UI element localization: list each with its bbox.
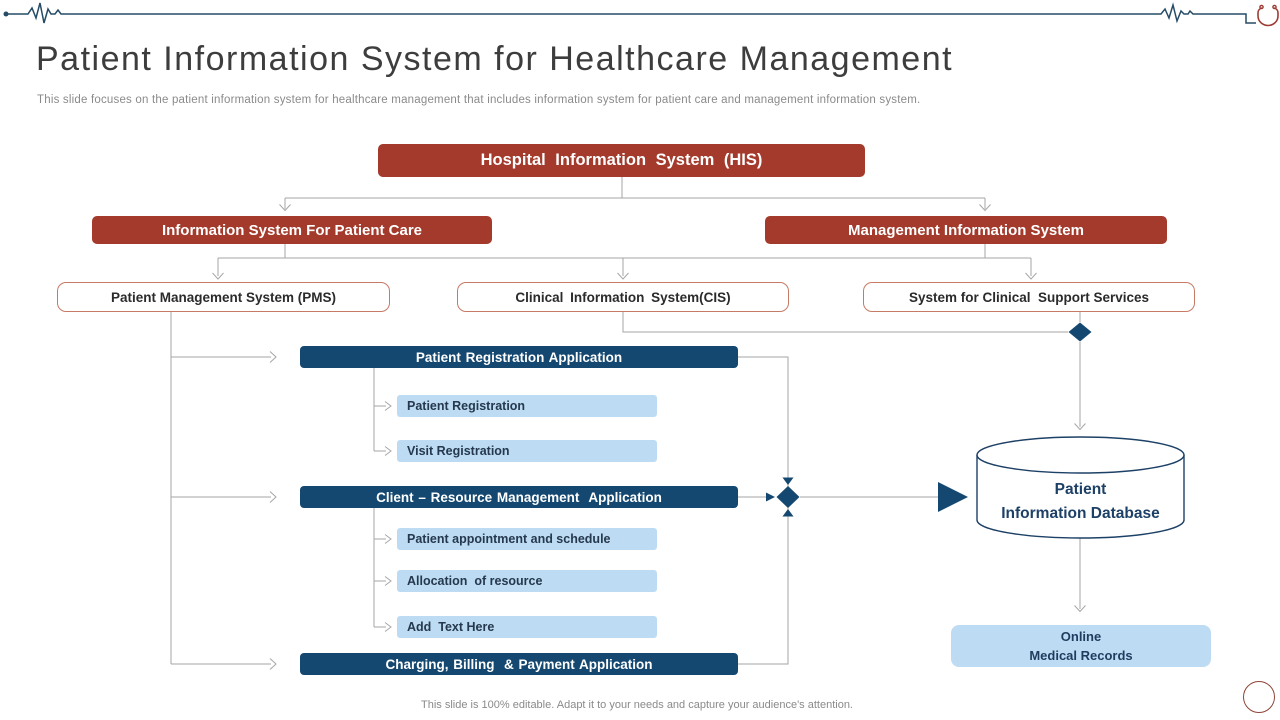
page-subtitle: This slide focuses on the patient inform… — [37, 94, 921, 106]
arrow-right-small-icon — [766, 492, 775, 502]
node-charging-billing-payment-application: Charging, Billing & Payment Application — [300, 653, 738, 675]
arrow-down-icon — [1074, 538, 1086, 613]
node-label: Patient Registration Application — [415, 349, 623, 365]
cis-connector — [622, 311, 1081, 333]
cylinder-top — [976, 436, 1185, 474]
arrow-down-icon — [1074, 342, 1086, 431]
node-label: Clinical Information System(CIS) — [515, 289, 731, 305]
node-clinical-support-services: System for Clinical Support Services — [863, 282, 1195, 312]
arrow-down-icon — [279, 204, 991, 212]
node-information-system-patient-care: Information System For Patient Care — [92, 216, 492, 244]
arrow-right-icon — [384, 534, 392, 632]
flow-diamond-icon — [776, 486, 800, 508]
pms-rail — [170, 311, 271, 665]
arrow-into-diamond-top-icon — [782, 477, 794, 485]
node-client-resource-management-application: Client – Resource Management Application — [300, 486, 738, 508]
node-label-line1: Online — [1060, 628, 1102, 644]
node-label: Patient appointment and schedule — [407, 532, 611, 546]
node-label: Patient Registration — [407, 399, 526, 413]
node-visit-registration: Visit Registration — [397, 440, 657, 462]
node-allocation-of-resource: Allocation of resource — [397, 570, 657, 592]
database-label: Patient Information Database — [977, 478, 1184, 526]
corner-circle-decoration — [1243, 681, 1275, 713]
stethoscope-tip-left — [1259, 4, 1264, 10]
connector-lines — [170, 177, 1086, 670]
heartbeat-decoration — [3, 2, 1279, 27]
node-hospital-information-system: Hospital Information System (HIS) — [378, 144, 865, 177]
node-label: Hospital Information System (HIS) — [480, 151, 763, 169]
node-label: Information System For Patient Care — [161, 221, 423, 239]
node-label: Client – Resource Management Application — [376, 489, 662, 505]
database-big-arrow-icon — [938, 482, 968, 512]
apps-right-rail — [738, 356, 789, 665]
node-label-line2: Medical Records — [1029, 648, 1133, 663]
node-label: Charging, Billing & Payment Application — [385, 656, 653, 672]
node-label: System for Clinical Support Services — [908, 289, 1150, 305]
node-management-information-system: Management Information System — [765, 216, 1167, 244]
heartbeat-line — [8, 2, 1256, 24]
flow-diamond-icon — [1068, 322, 1092, 342]
node-label: Allocation of resource — [407, 574, 543, 588]
node-patient-management-system: Patient Management System (PMS) — [57, 282, 390, 312]
node-add-text-here: Add Text Here — [397, 616, 657, 638]
node-clinical-information-system: Clinical Information System(CIS) — [457, 282, 789, 312]
stethoscope-tip-right — [1272, 4, 1277, 10]
heartbeat-dot — [3, 11, 9, 17]
arrow-right-icon — [269, 351, 277, 670]
node-label: Visit Registration — [407, 444, 510, 458]
node-online-medical-records: Online Medical Records — [951, 625, 1211, 667]
database-cylinder — [976, 436, 1185, 539]
node-label: Add Text Here — [407, 620, 495, 634]
node-label: Patient Management System (PMS) — [110, 289, 337, 305]
footer-note: This slide is 100% editable. Adapt it to… — [421, 699, 853, 711]
node-label: Management Information System — [848, 221, 1084, 239]
database-label-line1: Patient — [1054, 481, 1107, 498]
arrow-right-icon — [384, 401, 392, 456]
arrow-into-diamond-bottom-icon — [782, 509, 794, 517]
page-title: Patient Information System for Healthcar… — [36, 40, 954, 78]
node-patient-appointment-schedule: Patient appointment and schedule — [397, 528, 657, 550]
node-patient-registration: Patient Registration — [397, 395, 657, 417]
database-label-line2: Information Database — [1001, 505, 1160, 523]
node-patient-registration-application: Patient Registration Application — [300, 346, 738, 368]
flow-markers — [766, 322, 1092, 517]
stethoscope-icon — [1257, 7, 1279, 27]
arrow-down-icon — [212, 272, 1037, 280]
